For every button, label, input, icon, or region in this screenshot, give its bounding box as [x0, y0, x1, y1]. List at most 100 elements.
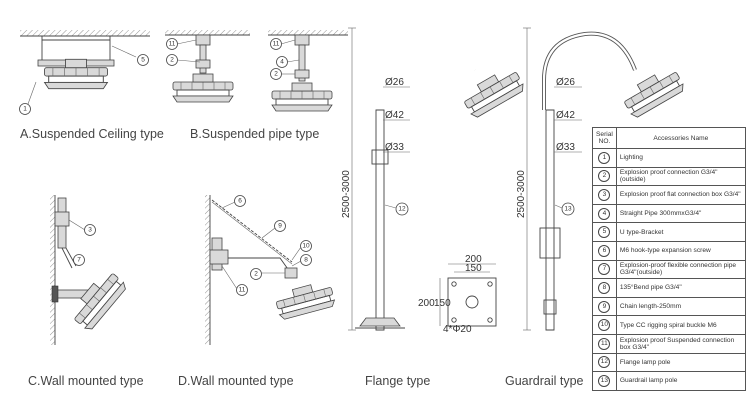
svg-text:11: 11: [273, 41, 280, 48]
callout-3: 3: [84, 224, 96, 236]
callout-2: 2: [250, 268, 262, 280]
caption-guardrail-type: Guardrail type: [505, 374, 584, 388]
serial-number-cell: 11: [592, 333, 617, 354]
callout-2: 2: [270, 68, 282, 80]
svg-text:11: 11: [169, 41, 176, 48]
guardrail-height-dimension: 2500-3000: [516, 170, 527, 218]
serial-number-cell: 6: [592, 240, 617, 261]
serial-number-circle: 4: [598, 207, 611, 220]
callout-6: 6: [234, 195, 246, 207]
svg-text:9: 9: [278, 223, 282, 230]
flange-d2: Ø42: [385, 110, 404, 121]
table-row: 2 Explosion proof connection G3/4"(outsid…: [592, 166, 746, 187]
svg-text:5: 5: [141, 57, 145, 64]
caption-wall-mounted-d: D.Wall mounted type: [178, 374, 294, 388]
flange-height-dimension: 2500-3000: [341, 170, 352, 218]
table-row: 8 135°Bend pipe G3/4": [592, 278, 746, 298]
accessory-name-cell: Explosion proof Suspended connection box…: [615, 333, 746, 354]
serial-number-cell: 13: [592, 371, 617, 391]
figure-c-wall-mounted: 3 7: [50, 195, 129, 345]
serial-number-cell: 1: [592, 148, 617, 168]
accessory-name-cell: Explosion proof flat connection box G3/4…: [615, 185, 746, 205]
caption-wall-mounted-c: C.Wall mounted type: [28, 374, 144, 388]
svg-text:7: 7: [77, 257, 81, 264]
serial-number-circle: 7: [598, 263, 611, 276]
header-accessories-name: Accessories Name: [615, 127, 746, 149]
svg-text:2: 2: [170, 57, 174, 64]
plate-height-200: 200: [418, 298, 435, 309]
serial-number-cell: 10: [592, 315, 617, 335]
accessory-name-cell: Straight Pipe 300mmxG3/4": [615, 203, 746, 224]
serial-number-cell: 9: [592, 296, 617, 317]
accessory-name-cell: Guardrail lamp pole: [615, 371, 746, 391]
plate-height-150: 150: [434, 298, 451, 309]
accessory-name-cell: 135°Bend pipe G3/4": [615, 278, 746, 298]
figure-d-wall-mounted: 6 9 10 8 2 11: [205, 195, 337, 345]
svg-text:13: 13: [564, 206, 572, 213]
accessory-name-cell: Explosion proof connection G3/4"(outside…: [615, 166, 746, 187]
accessory-name-cell: Flange lamp pole: [615, 352, 746, 373]
caption-suspended-ceiling: A.Suspended Ceiling type: [20, 127, 164, 141]
svg-text:8: 8: [304, 257, 308, 264]
callout-13: 13: [561, 202, 575, 216]
flange-d3: Ø33: [385, 142, 404, 153]
table-row: 1 Lighting: [592, 148, 746, 168]
serial-number-circle: 2: [598, 170, 611, 183]
serial-number-circle: 3: [598, 188, 611, 201]
accessory-name-cell: Explosion-proof flexible connection pipe…: [615, 259, 746, 280]
accessory-name-cell: Chain length-250mm: [615, 296, 746, 317]
table-row: 5 U type-Bracket: [592, 222, 746, 242]
serial-number-circle: 9: [598, 300, 611, 313]
table-row: 9 Chain length-250mm: [592, 296, 746, 317]
accessory-name-cell: Lighting: [615, 148, 746, 168]
serial-number-circle: 8: [598, 281, 611, 294]
callout-11: 11: [166, 38, 178, 50]
table-row: 12 Flange lamp pole: [592, 352, 746, 373]
accessory-name-cell: Type CC rigging spiral buckle M6: [615, 315, 746, 335]
table-row: 11 Explosion proof Suspended connection b…: [592, 333, 746, 354]
guardrail-d3: Ø33: [556, 142, 575, 153]
svg-text:2: 2: [274, 71, 278, 78]
svg-text:11: 11: [239, 287, 246, 294]
serial-number-circle: 1: [598, 151, 611, 164]
svg-text:3: 3: [88, 227, 92, 234]
plate-holes: 4*Φ20: [443, 324, 472, 335]
serial-number-cell: 8: [592, 278, 617, 298]
serial-number-cell: 5: [592, 222, 617, 242]
serial-number-circle: 6: [598, 244, 611, 257]
callout-12: 12: [395, 202, 409, 216]
table-row: 10 Type CC rigging spiral buckle M6: [592, 315, 746, 335]
serial-number-circle: 12: [598, 356, 611, 369]
table-row: 3 Explosion proof flat connection box G3/…: [592, 185, 746, 205]
callout-5: 5: [137, 54, 149, 66]
serial-number-circle: 11: [598, 337, 611, 350]
serial-number-circle: 10: [598, 319, 611, 332]
table-row: 13 Guardrail lamp pole: [592, 371, 746, 391]
header-serial-no: Serial NO.: [592, 127, 617, 149]
figure-flange-type: 2500-3000 Ø26 Ø42 Ø33 12: [341, 27, 527, 331]
serial-number-cell: 12: [592, 352, 617, 373]
u-bracket: [41, 36, 111, 62]
caption-suspended-pipe: B.Suspended pipe type: [190, 127, 320, 141]
flange-d1: Ø26: [385, 77, 404, 88]
callout-9: 9: [274, 220, 286, 232]
guardrail-d1: Ø26: [556, 77, 575, 88]
svg-text:12: 12: [398, 206, 406, 213]
svg-text:4: 4: [280, 59, 284, 66]
serial-number-cell: 3: [592, 185, 617, 205]
callout-11: 11: [236, 284, 248, 296]
figure-b-suspended-pipe: 11 2 11 4 2: [165, 30, 348, 112]
serial-number-circle: 13: [598, 374, 611, 387]
table-header-row: Serial NO. Accessories Name: [592, 127, 746, 149]
figure-a-suspended-ceiling: 1 5: [19, 30, 150, 115]
svg-text:10: 10: [302, 243, 310, 250]
flange-plate-detail: 200 150 200 150 4*Φ20: [418, 254, 497, 335]
callout-2: 2: [166, 54, 178, 66]
ceiling-hatch: [20, 30, 150, 36]
guardrail-d2: Ø42: [556, 110, 575, 121]
serial-number-cell: 7: [592, 259, 617, 280]
svg-text:1: 1: [23, 106, 27, 113]
